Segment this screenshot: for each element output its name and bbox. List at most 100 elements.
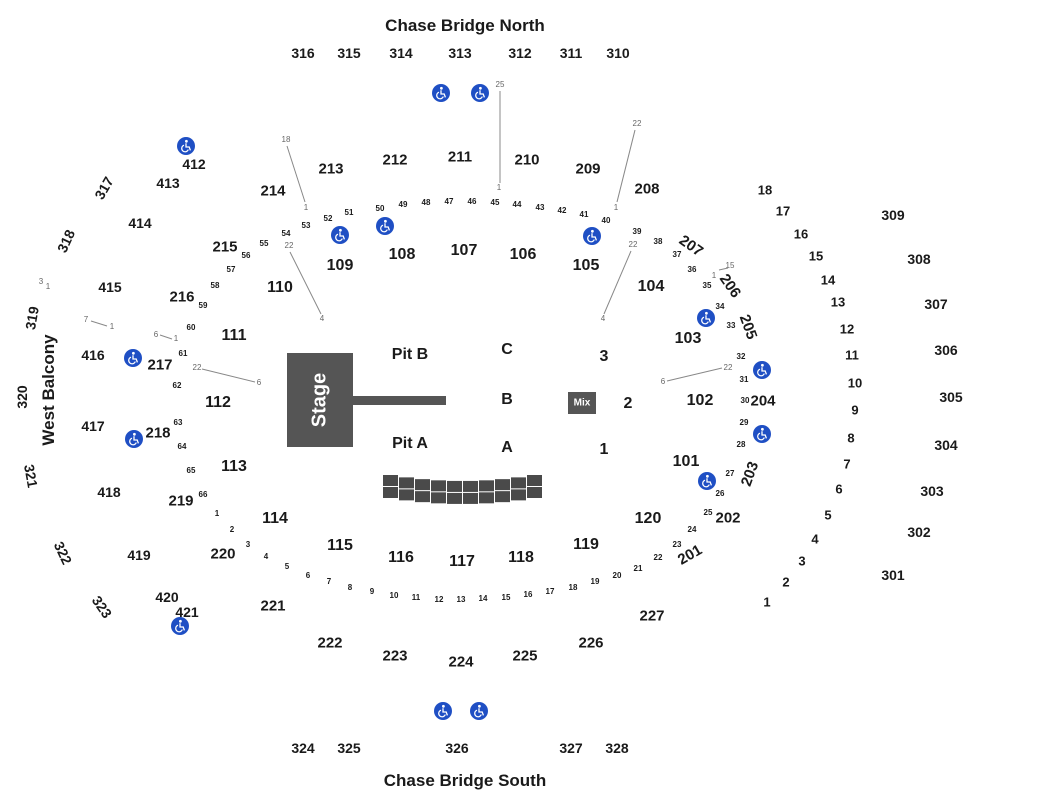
section-301[interactable]: 301 [881, 567, 905, 583]
section-221[interactable]: 221 [260, 597, 286, 615]
section-328[interactable]: 328 [605, 740, 629, 756]
floor-a[interactable]: A [501, 439, 513, 456]
section-327[interactable]: 327 [559, 740, 583, 756]
section-105[interactable]: 105 [572, 257, 600, 274]
section-103[interactable]: 103 [674, 330, 702, 347]
section-315[interactable]: 315 [337, 45, 361, 61]
section-106[interactable]: 106 [509, 246, 537, 263]
section-112[interactable]: 112 [205, 394, 231, 411]
section-219[interactable]: 219 [168, 492, 194, 510]
floor-seat-block[interactable] [383, 487, 398, 498]
floor-b[interactable]: B [501, 391, 513, 408]
section-303[interactable]: 303 [920, 483, 944, 499]
section-421[interactable]: 421 [175, 604, 199, 620]
section-306[interactable]: 306 [934, 342, 958, 358]
floor-seat-block[interactable] [463, 492, 478, 504]
section-309[interactable]: 309 [881, 207, 905, 223]
section-312[interactable]: 312 [508, 45, 532, 61]
section-413[interactable]: 413 [156, 175, 180, 191]
section-308[interactable]: 308 [907, 251, 931, 267]
section-215[interactable]: 215 [212, 238, 238, 256]
section-304[interactable]: 304 [934, 437, 958, 453]
floor-seat-block[interactable] [415, 479, 430, 491]
section-204[interactable]: 204 [750, 392, 776, 410]
section-210[interactable]: 210 [514, 151, 540, 169]
floor-seat-block[interactable] [447, 480, 462, 492]
section-319[interactable]: 319 [22, 305, 42, 331]
floor-seat-block[interactable] [463, 480, 478, 492]
floor-seat-block[interactable] [431, 492, 446, 504]
section-217[interactable]: 217 [147, 356, 173, 374]
section-114[interactable]: 114 [262, 510, 288, 527]
section-414[interactable]: 414 [128, 215, 152, 231]
section-324[interactable]: 324 [291, 740, 315, 756]
floor-seat-block[interactable] [383, 475, 398, 486]
section-302[interactable]: 302 [907, 524, 931, 540]
section-224[interactable]: 224 [448, 653, 474, 671]
section-104[interactable]: 104 [637, 278, 665, 295]
section-220[interactable]: 220 [210, 545, 236, 563]
section-113[interactable]: 113 [221, 458, 247, 475]
section-305[interactable]: 305 [939, 389, 963, 405]
section-311[interactable]: 311 [559, 45, 583, 61]
section-313[interactable]: 313 [448, 45, 472, 61]
section-325[interactable]: 325 [337, 740, 361, 756]
section-108[interactable]: 108 [388, 246, 416, 263]
section-418[interactable]: 418 [97, 484, 121, 500]
section-226[interactable]: 226 [578, 634, 604, 652]
section-307[interactable]: 307 [924, 296, 948, 312]
section-227[interactable]: 227 [639, 607, 665, 625]
section-107[interactable]: 107 [450, 242, 478, 259]
section-420[interactable]: 420 [155, 589, 179, 605]
section-412[interactable]: 412 [182, 156, 206, 172]
section-416[interactable]: 416 [81, 347, 105, 363]
floor-3[interactable]: 3 [599, 348, 609, 365]
section-419[interactable]: 419 [127, 547, 151, 563]
section-326[interactable]: 326 [445, 740, 469, 756]
section-116[interactable]: 116 [388, 549, 414, 566]
section-320[interactable]: 320 [14, 385, 30, 409]
section-212[interactable]: 212 [382, 151, 408, 169]
section-209[interactable]: 209 [575, 160, 601, 178]
floor-seat-block[interactable] [479, 480, 494, 492]
section-218[interactable]: 218 [145, 424, 171, 442]
section-117[interactable]: 117 [449, 553, 475, 570]
section-222[interactable]: 222 [317, 634, 343, 652]
section-316[interactable]: 316 [291, 45, 315, 61]
section-115[interactable]: 115 [327, 537, 353, 554]
floor-seat-block[interactable] [495, 491, 510, 503]
pit-a[interactable]: Pit A [392, 435, 428, 452]
floor-seat-block[interactable] [479, 492, 494, 504]
floor-seat-block[interactable] [399, 477, 414, 489]
section-110[interactable]: 110 [267, 279, 293, 296]
section-111[interactable]: 111 [221, 327, 247, 344]
section-211[interactable]: 211 [447, 148, 473, 166]
section-223[interactable]: 223 [382, 647, 408, 665]
section-417[interactable]: 417 [81, 418, 105, 434]
floor-seat-block[interactable] [527, 487, 542, 498]
floor-seat-block[interactable] [511, 489, 526, 501]
floor-seat-block[interactable] [495, 479, 510, 491]
section-120[interactable]: 120 [634, 510, 662, 527]
section-109[interactable]: 109 [326, 257, 354, 274]
section-213[interactable]: 213 [318, 160, 344, 178]
section-102[interactable]: 102 [686, 392, 714, 409]
section-415[interactable]: 415 [98, 279, 122, 295]
section-314[interactable]: 314 [389, 45, 413, 61]
floor-seat-block[interactable] [431, 480, 446, 492]
floor-seat-block[interactable] [399, 489, 414, 501]
floor-1[interactable]: 1 [599, 441, 609, 458]
section-216[interactable]: 216 [169, 288, 195, 306]
section-101[interactable]: 101 [672, 453, 700, 470]
section-321[interactable]: 321 [21, 463, 41, 489]
floor-2[interactable]: 2 [623, 395, 633, 412]
floor-seat-block[interactable] [447, 492, 462, 504]
section-119[interactable]: 119 [573, 536, 599, 553]
section-208[interactable]: 208 [634, 180, 660, 198]
floor-seat-block[interactable] [415, 491, 430, 503]
floor-seat-block[interactable] [527, 475, 542, 486]
pit-b[interactable]: Pit B [391, 346, 429, 363]
section-310[interactable]: 310 [606, 45, 630, 61]
section-214[interactable]: 214 [260, 182, 286, 200]
section-202[interactable]: 202 [715, 509, 741, 527]
